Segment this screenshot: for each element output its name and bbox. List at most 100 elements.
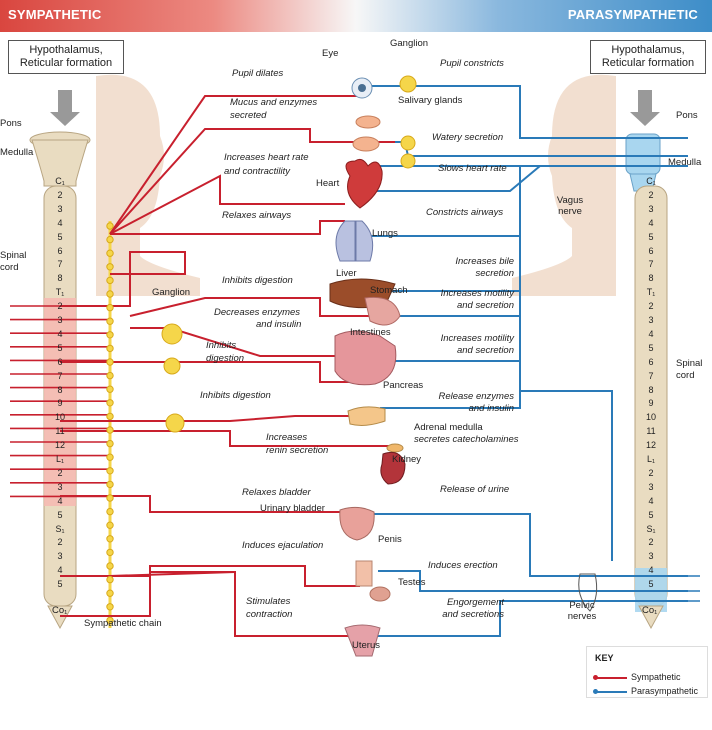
box-hypothalamus-left: Hypothalamus, Reticular formation	[8, 40, 124, 74]
sym-enzymes-1: Decreases enzymes	[214, 307, 301, 318]
left-medulla-label: Medulla	[0, 147, 34, 158]
sym-heart-1: Increases heart rate	[224, 152, 309, 163]
sympathetic-chain-ganglion	[106, 412, 114, 421]
sym-contraction-2: contraction	[246, 609, 293, 620]
sym-renin-1: Increases	[266, 432, 308, 443]
sym-digestion-2b: digestion	[206, 353, 245, 364]
para-pupil: Pupil constricts	[440, 58, 504, 69]
left-down-arrow	[50, 90, 80, 126]
vagus-label-1: Vagus	[556, 195, 584, 206]
salivary-gland-1	[355, 115, 381, 129]
left-segment-label: 3	[57, 315, 63, 325]
left-segment-label: C₁	[55, 176, 65, 186]
right-medulla-label: Medulla	[668, 157, 702, 168]
ganglion-label-top: Ganglion	[390, 38, 429, 49]
sympathetic-chain-ganglion	[106, 453, 114, 461]
left-segment-label: 4	[57, 565, 63, 576]
sym-bladder: Relaxes bladder	[242, 487, 311, 498]
right-segment-label: 6	[648, 356, 654, 367]
sympathetic-chain-ganglion	[106, 426, 114, 434]
organs	[329, 77, 598, 657]
intestines-label: Intestines	[350, 327, 391, 338]
autonomic-nervous-system-diagram: SYMPATHETIC PARASYMPATHETIC	[0, 0, 712, 698]
uterus-label: Uterus	[352, 640, 380, 651]
right-segment-label: 11	[646, 426, 656, 437]
left-coccygeal-label: Co₁	[52, 605, 68, 616]
left-segment-label: 4	[57, 217, 63, 228]
sym-pupil: Pupil dilates	[232, 68, 284, 79]
key-sympathetic-dot	[593, 675, 598, 680]
right-segment-label: 8	[648, 384, 654, 395]
left-segment-label: 4	[57, 495, 63, 506]
pancreas-shape	[347, 406, 386, 426]
kidney-shape	[380, 451, 406, 485]
right-segment-label: 3	[648, 315, 654, 325]
sym-ejaculation: Induces ejaculation	[242, 540, 324, 551]
right-segment-label: 7	[648, 370, 654, 381]
left-segment-label: 5	[57, 509, 63, 520]
left-segment-label: 3	[57, 551, 63, 562]
sympathetic-chain-ganglion	[106, 575, 114, 584]
right-segment-label: 2	[648, 189, 654, 200]
left-segment-label: 11	[55, 426, 65, 437]
sym-digestion-3: Inhibits digestion	[200, 390, 271, 401]
right-spinal-label-2: cord	[676, 370, 695, 381]
sympathetic-chain-ganglion	[106, 371, 114, 380]
sympathetic-chain-ganglion	[106, 385, 114, 393]
key-sympathetic-label: Sympathetic	[631, 672, 681, 682]
left-segment-label: T₁	[55, 287, 65, 298]
right-segment-label: 4	[648, 217, 654, 228]
left-segment-label: 6	[57, 356, 63, 367]
left-segment-label: 2	[57, 189, 63, 200]
right-segment-label: 5	[648, 342, 654, 353]
right-segment-label: 8	[648, 273, 654, 284]
right-segment-label: 3	[648, 551, 654, 562]
sympathetic-chain-ganglion	[106, 603, 114, 611]
testes-shape	[369, 586, 391, 602]
left-segment-label: 8	[57, 273, 63, 284]
left-segment-label: 6	[57, 245, 63, 256]
bladder-shape	[339, 506, 375, 541]
penis-label: Penis	[378, 534, 402, 545]
sym-contraction-1: Stimulates	[246, 596, 291, 607]
ganglion-eye	[399, 75, 417, 93]
sympathetic-chain-ganglion	[106, 616, 114, 625]
left-segment-label: 7	[57, 370, 63, 381]
right-segment-label: 10	[645, 412, 656, 423]
sympathetic-chain-ganglion	[106, 548, 114, 557]
box-right-line2: Reticular formation	[601, 57, 695, 69]
right-pons-label: Pons	[676, 110, 698, 121]
ganglion-mesenteric	[163, 357, 181, 375]
sympathetic-chain-ganglion	[106, 263, 114, 271]
left-spinal-label-2: cord	[0, 262, 19, 273]
legend-key: KEY Sympathetic Parasympathetic	[586, 646, 708, 698]
left-segment-label: 9	[57, 398, 63, 409]
sympathetic-chain-ganglion	[106, 439, 114, 448]
para-bile-1: Increases bile	[455, 256, 514, 267]
key-sympathetic-line	[595, 677, 627, 679]
eye-label: Eye	[322, 48, 339, 59]
right-segment-label: C₁	[646, 176, 656, 186]
key-title: KEY	[595, 653, 614, 663]
right-segment-label: 7	[648, 259, 654, 270]
left-segment-label: 2	[57, 537, 63, 548]
parasympathetic-pathways	[360, 85, 688, 637]
para-motility-2b: and secretion	[456, 345, 514, 356]
lung-right	[355, 220, 374, 262]
right-segment-label: 5	[648, 231, 654, 242]
sympathetic-chain-ganglion	[106, 331, 114, 339]
left-segment-label: 12	[54, 440, 65, 451]
stomach-shape	[364, 296, 401, 326]
sympathetic-chain-ganglion	[106, 589, 114, 597]
sympathetic-chain-ganglion	[106, 494, 114, 502]
left-segment-label: 5	[57, 231, 63, 242]
right-segment-label: T₁	[646, 287, 656, 298]
left-segment-label: 2	[57, 301, 63, 312]
testes-label: Testes	[398, 577, 426, 588]
sympathetic-chain-ganglion	[106, 562, 114, 570]
sympathetic-chain-label: Sympathetic chain	[84, 618, 162, 629]
salivary-gland-2	[352, 136, 380, 152]
bladder-label: Urinary bladder	[260, 503, 325, 514]
sym-digestion-1: Inhibits digestion	[222, 275, 293, 286]
parasympathetic-title: PARASYMPATHETIC	[567, 7, 698, 22]
